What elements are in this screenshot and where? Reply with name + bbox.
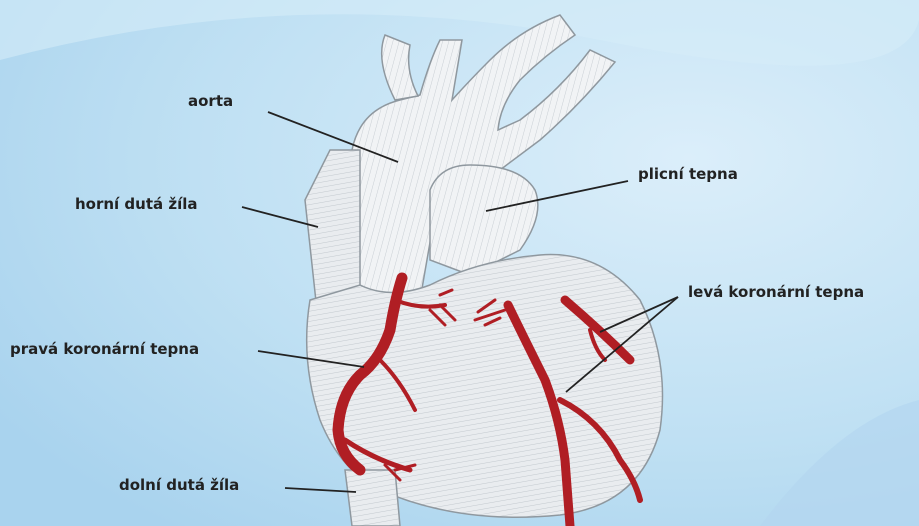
label-superior-vena-cava: horní dutá žíla [75, 195, 198, 213]
label-aorta: aorta [188, 92, 233, 110]
label-inferior-vena-cava: dolní dutá žíla [119, 476, 239, 494]
label-left-coronary-artery: levá koronární tepna [688, 283, 864, 301]
label-pulmonary-artery: plicní tepna [638, 165, 738, 183]
label-right-coronary-artery: pravá koronární tepna [10, 340, 199, 358]
inferior-vena-cava-shape [345, 470, 400, 526]
